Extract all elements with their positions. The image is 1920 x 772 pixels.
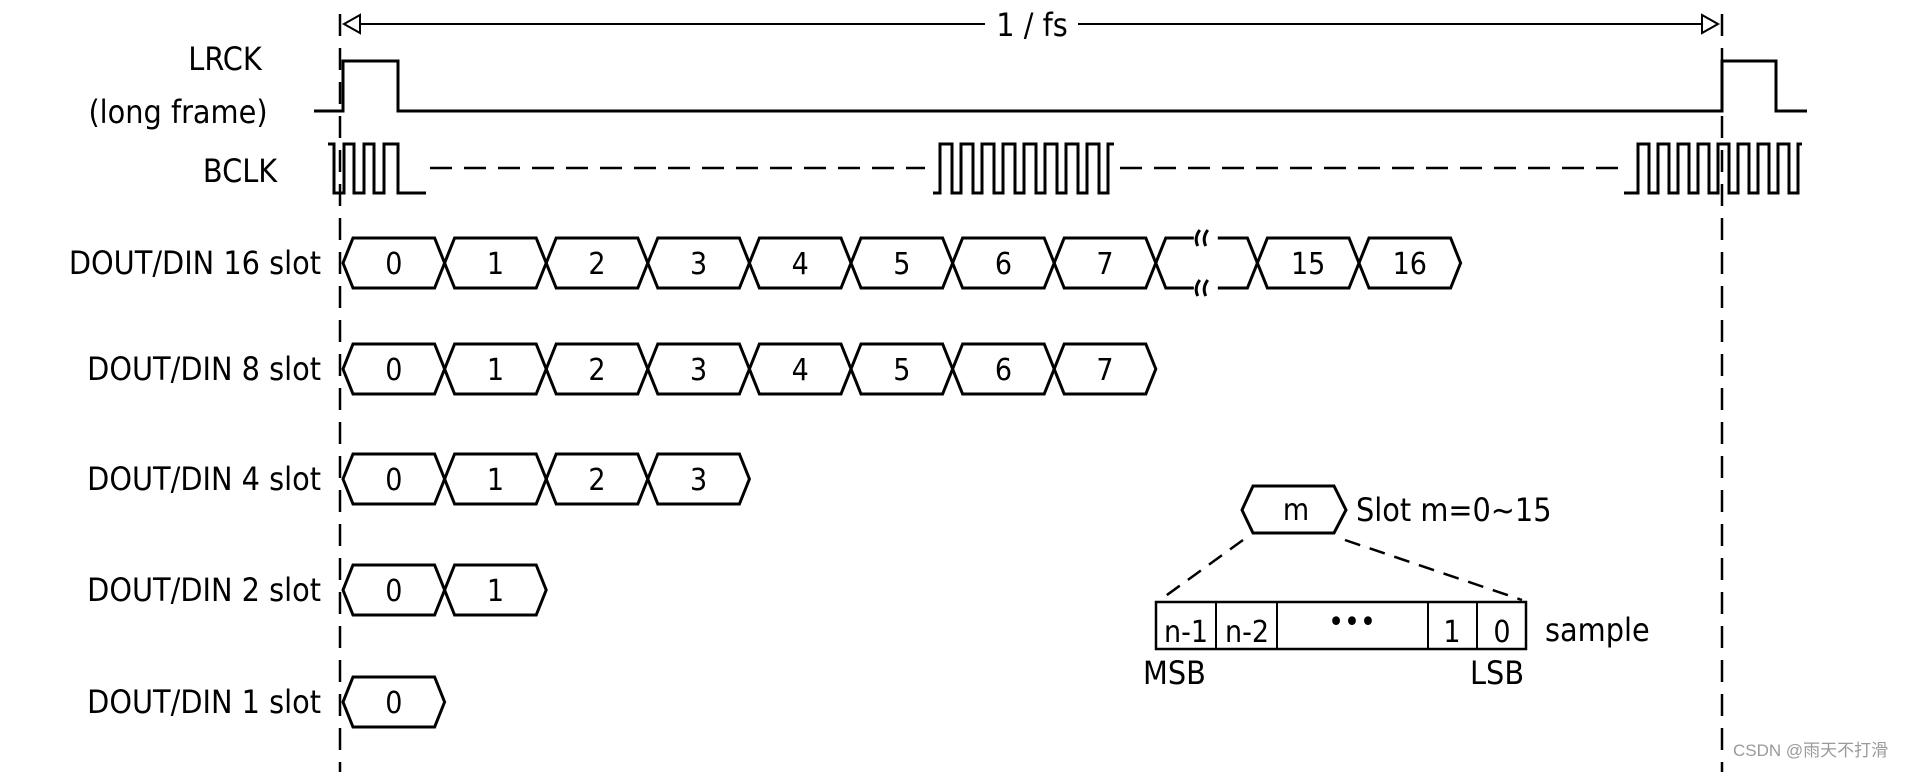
row-label: DOUT/DIN 4 slot: [87, 460, 321, 498]
slot-cell: [341, 675, 447, 729]
slot-number: 15: [1291, 247, 1325, 282]
slot-legend: m Slot m=0~15 n-1 n-2 ••• 1 0 sample MSB…: [1143, 484, 1650, 692]
data-row: DOUT/DIN 16 slot 0 1 2 3 4 5 6 7 15 16: [69, 229, 1463, 297]
slot-number: 0: [385, 353, 402, 388]
data-row: DOUT/DIN 8 slot 0 1 2 3 4 5 6 7: [87, 342, 1158, 396]
slot-number: 2: [588, 463, 605, 498]
slot-cell: [1052, 342, 1158, 396]
zoom-line-right: [1344, 538, 1523, 602]
slot-number: 5: [893, 247, 910, 282]
bit-msb-value: n-1: [1164, 615, 1208, 650]
slot-number: 5: [893, 353, 910, 388]
bit-value: 1: [1443, 615, 1460, 650]
slot-number: 1: [487, 247, 504, 282]
data-row: DOUT/DIN 2 slot 0 1: [87, 563, 548, 617]
slot-number: 0: [385, 686, 402, 721]
bclk-burst-start: [328, 142, 426, 195]
data-row: DOUT/DIN 4 slot 0 1 2 3: [87, 452, 752, 506]
slot-number: 4: [792, 353, 809, 388]
slot-caption: Slot m=0~15: [1356, 491, 1552, 529]
slot-number: 3: [690, 463, 707, 498]
slot-number: 7: [1096, 247, 1113, 282]
slot-number: 1: [487, 574, 504, 609]
bit-lsb-value: 0: [1493, 615, 1510, 650]
break-mark-icon: [1194, 279, 1210, 297]
slot-cell: [1357, 236, 1463, 290]
slot-number: 4: [792, 247, 809, 282]
slot-number: 3: [690, 247, 707, 282]
sample-label: sample: [1545, 611, 1650, 649]
slot-number: 16: [1393, 247, 1427, 282]
break-mark-icon: [1194, 229, 1210, 247]
slot-cell: [442, 563, 548, 617]
msb-label: MSB: [1143, 654, 1206, 692]
bclk-label: BCLK: [203, 152, 278, 190]
sample-box: [1154, 600, 1528, 651]
zoom-line-left: [1159, 538, 1244, 602]
slot-number: 1: [487, 463, 504, 498]
bit-ellipsis: •••: [1328, 605, 1376, 640]
slot-number: 6: [995, 247, 1012, 282]
slot-number: 7: [1096, 353, 1113, 388]
slot-number: 2: [588, 247, 605, 282]
lsb-label: LSB: [1470, 654, 1524, 692]
slot-cell: [646, 452, 752, 506]
watermark: CSDN @雨天不打滑: [1733, 741, 1888, 760]
bit-value: n-2: [1225, 615, 1269, 650]
data-row: DOUT/DIN 1 slot 0: [87, 675, 447, 729]
lrck-label: LRCK: [188, 40, 263, 78]
slot-number: 3: [690, 353, 707, 388]
row-label: DOUT/DIN 8 slot: [87, 350, 321, 388]
row-label: DOUT/DIN 16 slot: [69, 244, 321, 282]
slot-number: 1: [487, 353, 504, 388]
slot-number: 0: [385, 247, 402, 282]
row-label: DOUT/DIN 1 slot: [87, 683, 321, 721]
lrck-sub-label: (long frame): [88, 93, 267, 131]
slot-number: 0: [385, 574, 402, 609]
slot-number: 2: [588, 353, 605, 388]
bclk-burst-end: [1624, 142, 1802, 195]
slot-symbol: m: [1283, 493, 1309, 528]
row-label: DOUT/DIN 2 slot: [87, 571, 321, 609]
bclk-waveform: [328, 142, 1802, 195]
slot-number: 0: [385, 463, 402, 498]
bclk-burst-middle: [933, 142, 1114, 195]
slot-symbol-hexagon: [1240, 484, 1348, 535]
lrck-waveform: [314, 59, 1807, 113]
period-arrow: [341, 13, 1721, 35]
slot-number: 6: [995, 353, 1012, 388]
period-label: 1 / fs: [996, 6, 1067, 44]
